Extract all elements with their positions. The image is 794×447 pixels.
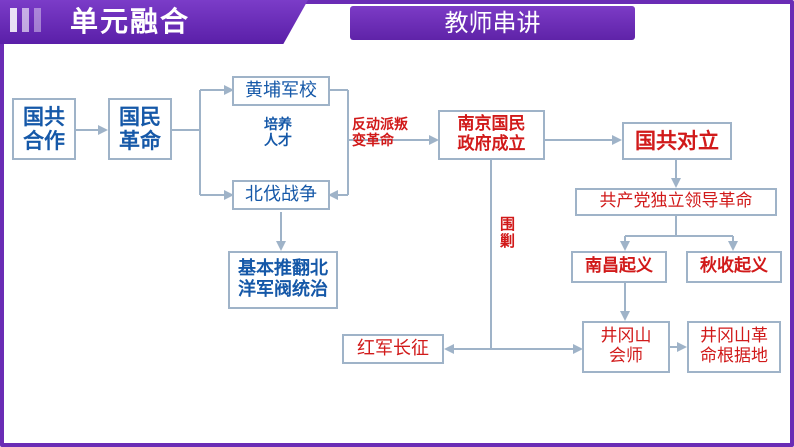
node-revolution: 国民 革命: [108, 98, 172, 160]
node-meeting: 井冈山 会师: [582, 321, 670, 373]
node-expedition: 北伐战争: [232, 180, 330, 210]
node-longmarch: 红军长征: [342, 334, 444, 364]
node-overthrow-text: 基本推翻北 洋军阀统治: [238, 258, 328, 300]
node-cooperation-text: 国共 合作: [23, 104, 65, 153]
node-independent-text: 共产党独立领导革命: [599, 191, 753, 212]
node-confrontation: 国共对立: [622, 122, 732, 160]
header-decoration: [34, 8, 41, 32]
node-nanchang: 南昌起义: [571, 251, 667, 283]
node-longmarch-text: 红军长征: [357, 337, 429, 359]
node-confrontation-text: 国共对立: [635, 128, 719, 153]
header-decoration: [10, 8, 17, 32]
node-cooperation: 国共 合作: [12, 98, 76, 160]
node-autumn-text: 秋收起义: [700, 256, 768, 277]
subtitle-text: 教师串讲: [444, 9, 541, 37]
node-revolution-text: 国民 革命: [119, 104, 161, 153]
header-title: 单元融合: [70, 5, 191, 38]
node-nanjing: 南京国民 政府成立: [438, 110, 545, 160]
node-base: 井冈山革 命根据地: [687, 321, 781, 373]
node-independent: 共产党独立领导革命: [575, 188, 777, 216]
node-meeting-text: 井冈山 会师: [600, 326, 652, 366]
node-expedition-text: 北伐战争: [245, 183, 317, 205]
label-encircle: 围 剿: [500, 215, 516, 251]
node-nanchang-text: 南昌起义: [585, 256, 653, 277]
subtitle-box: [350, 6, 635, 40]
label-talent: 培养 人才: [264, 117, 292, 150]
node-overthrow: 基本推翻北 洋军阀统治: [228, 251, 338, 309]
label-betray: 反动派叛 变革命: [352, 117, 408, 150]
node-base-text: 井冈山革 命根据地: [700, 326, 768, 366]
header-decoration: [22, 8, 29, 32]
header-tab: [0, 0, 308, 44]
node-whampoa: 黄埔军校: [232, 76, 330, 106]
node-whampoa-text: 黄埔军校: [245, 79, 317, 101]
node-autumn: 秋收起义: [686, 251, 782, 283]
node-nanjing-text: 南京国民 政府成立: [457, 114, 526, 154]
